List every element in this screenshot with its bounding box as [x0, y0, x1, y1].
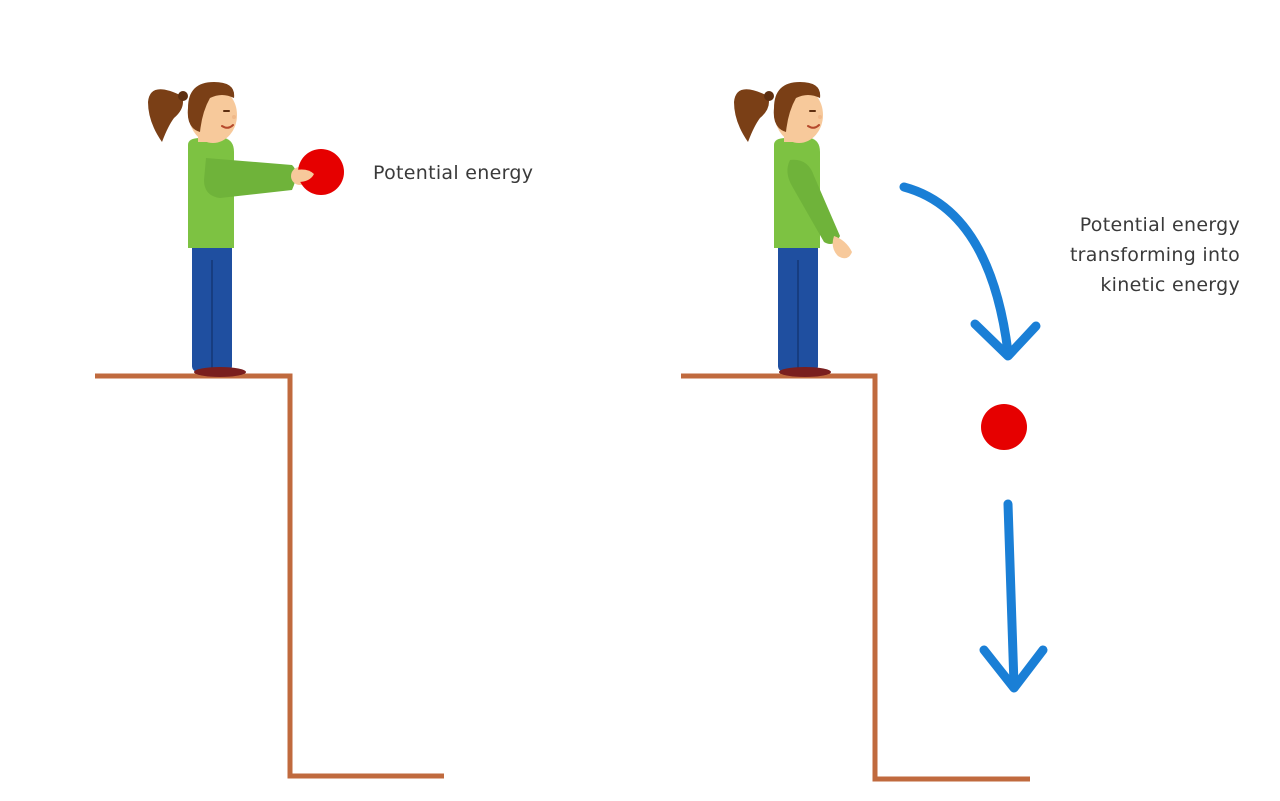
girl-holding-ball-icon	[148, 82, 309, 377]
ball-icon	[298, 149, 344, 195]
falling-ball-icon	[981, 404, 1027, 450]
down-arrow-icon	[979, 499, 1048, 693]
curved-arrow-icon	[899, 182, 1041, 361]
caption-potential-energy: Potential energy	[373, 162, 534, 184]
caption-line-2: transforming into	[1069, 244, 1240, 266]
girl-released-ball-icon	[734, 82, 852, 377]
caption-line-3: kinetic energy	[1100, 274, 1240, 296]
cliff-right	[681, 373, 1030, 782]
caption-line-1: Potential energy	[1079, 214, 1240, 236]
panel-holding	[95, 82, 444, 779]
cliff-left	[95, 373, 444, 779]
panel-dropping	[681, 82, 1048, 782]
caption-transforming: Potential energy transforming into kinet…	[1070, 210, 1240, 300]
